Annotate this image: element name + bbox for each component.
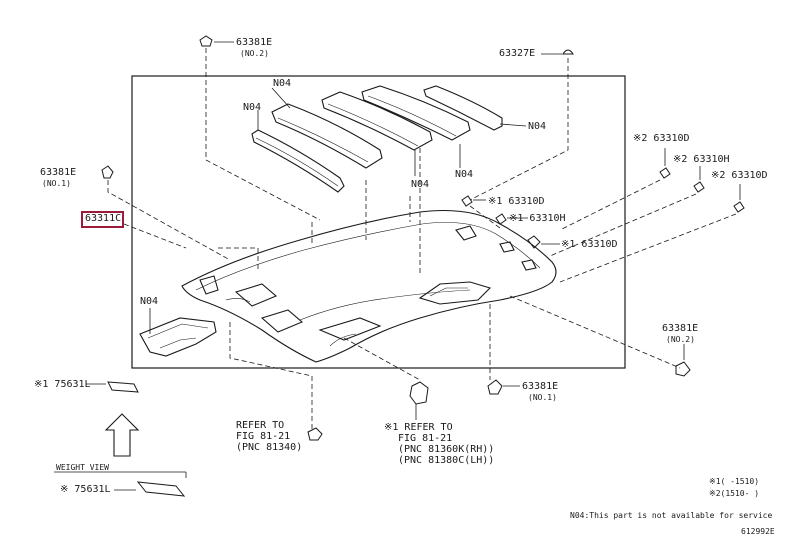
- clip-63381e-right: [675, 361, 691, 377]
- refer-2-line-1: ※1 REFER TO: [384, 422, 453, 433]
- label-63310d-low[interactable]: ※1 63310D: [561, 239, 618, 250]
- view-arrow: [104, 413, 140, 457]
- label-63381e-bottom[interactable]: 63381E: [522, 381, 559, 392]
- refer-2-line-3: (PNC 81360K(RH)): [398, 444, 495, 455]
- label-n04-d[interactable]: N04: [411, 179, 430, 190]
- clip-63310d-top: [659, 167, 671, 179]
- solid-leaders: [86, 41, 741, 491]
- label-63327e[interactable]: 63327E: [499, 48, 536, 59]
- n04-pad-1: [251, 129, 345, 193]
- label-63381e-right[interactable]: 63381E: [662, 323, 699, 334]
- clip-refer-1: [307, 427, 323, 441]
- refer-1-line-1: REFER TO: [236, 420, 285, 431]
- clip-63327e: [562, 49, 574, 55]
- clip-63310d-right: [733, 201, 745, 213]
- label-63310d-mid[interactable]: ※1 63310D: [488, 196, 545, 207]
- label-n04-e[interactable]: N04: [455, 169, 474, 180]
- refer-1-line-2: FIG 81-21: [236, 431, 291, 442]
- strip-75631l-b: [136, 481, 186, 497]
- clip-63310h-top: [693, 181, 705, 193]
- highlight-box: [81, 211, 124, 228]
- label-75631l-b[interactable]: ※ 75631L: [60, 484, 111, 495]
- leader-lines: [107, 48, 737, 430]
- label-63381e-bottom-sub: (NO.1): [528, 393, 557, 402]
- note-2: ※2(1510- ): [709, 489, 760, 498]
- diagram-frame: [131, 75, 626, 369]
- n04-bracket: [139, 317, 217, 357]
- n04-pad-4: [361, 85, 471, 141]
- label-n04-f[interactable]: N04: [140, 296, 159, 307]
- n04-pad-2: [271, 103, 383, 169]
- label-63310h-top[interactable]: ※2 63310H: [673, 154, 730, 165]
- clip-63310h-mid: [495, 213, 507, 225]
- clip-63310d-mid: [461, 195, 473, 207]
- clip-refer-2: [409, 381, 429, 405]
- refer-2-line-2: FIG 81-21: [398, 433, 453, 444]
- strip-75631l-a: [107, 381, 139, 393]
- diagram-code: 612992E: [741, 527, 775, 536]
- label-n04-b[interactable]: N04: [243, 102, 262, 113]
- note-1: ※1( -1510): [709, 477, 760, 486]
- label-63381e-right-sub: (NO.2): [666, 335, 695, 344]
- view-label: WEIGHT VIEW: [56, 463, 109, 472]
- label-75631l-a[interactable]: ※1 75631L: [34, 379, 91, 390]
- label-63310h-mid[interactable]: ※1 63310H: [509, 213, 566, 224]
- n04-pad-3: [321, 91, 433, 151]
- clip-63381e-left: [101, 165, 114, 179]
- clip-63381e-top: [199, 35, 213, 47]
- note-3: N04:This part is not available for servi…: [570, 511, 773, 520]
- label-63381e-top[interactable]: 63381E: [236, 37, 273, 48]
- label-63310d-right[interactable]: ※2 63310D: [711, 170, 768, 181]
- clip-63381e-bottom: [487, 379, 503, 395]
- label-63381e-left-sub: (NO.1): [42, 179, 71, 188]
- headliner-body: [181, 210, 557, 363]
- refer-1-line-3: (PNC 81340): [236, 442, 303, 453]
- refer-2-line-4: (PNC 81380C(LH)): [398, 455, 495, 466]
- label-63310d-top[interactable]: ※2 63310D: [633, 133, 690, 144]
- label-63381e-left[interactable]: 63381E: [40, 167, 77, 178]
- clip-63310d-low: [527, 235, 541, 249]
- n04-pad-5: [423, 85, 503, 131]
- label-63381e-top-sub: (NO.2): [240, 49, 269, 58]
- label-n04-c[interactable]: N04: [528, 121, 547, 132]
- label-n04-a[interactable]: N04: [273, 78, 292, 89]
- label-63311c[interactable]: 63311C: [85, 213, 122, 224]
